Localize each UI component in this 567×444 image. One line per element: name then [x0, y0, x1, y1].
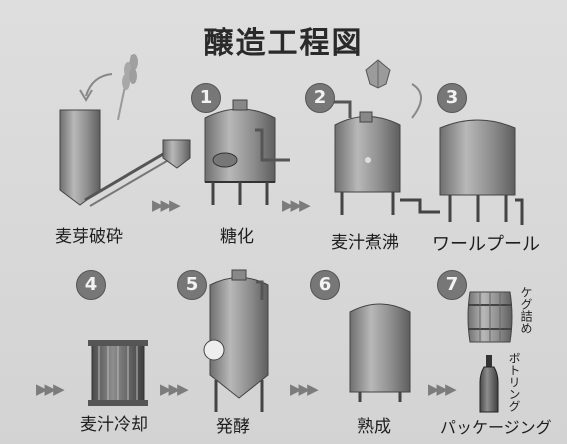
- brew-kettle: [330, 100, 440, 215]
- flow-arrow-icon: ▶▶▶: [428, 380, 457, 398]
- flow-arrow-icon: ▶▶▶: [282, 196, 311, 214]
- flow-arrow-icon: ▶▶▶: [160, 380, 189, 398]
- step-number-badge: 3: [437, 83, 467, 113]
- step-number-badge: 4: [76, 270, 106, 300]
- flow-arrow-icon: ▶▶▶: [152, 196, 181, 214]
- hop-icon: [365, 59, 391, 89]
- step-number-badge: 2: [305, 83, 335, 113]
- whirlpool-tank: [439, 119, 524, 225]
- step-label-packaging: パッケージング: [440, 418, 552, 437]
- step-number-badge: 6: [310, 270, 340, 300]
- mash-tun: [204, 99, 290, 205]
- step-number-badge: 7: [437, 270, 467, 300]
- step-number-badge: 1: [191, 83, 221, 113]
- bottling-label: ボトリング: [507, 352, 521, 412]
- keg-filling-label: ケグ詰め: [519, 286, 533, 334]
- keg-icon: [467, 291, 513, 343]
- curved-arrow-icon: [85, 73, 113, 97]
- flow-arrow-icon: ▶▶▶: [36, 380, 65, 398]
- step-label-malt-milling: 麦芽破砕: [55, 227, 123, 247]
- wheat-icon: [117, 54, 138, 121]
- step-number-badge: 5: [177, 270, 207, 300]
- fermenter: [203, 269, 269, 412]
- step-label-fermentation: 発酵: [216, 417, 250, 437]
- step-label-whirlpool: ワールプール: [432, 234, 540, 255]
- wort-cooler: [88, 340, 148, 406]
- diagram-title: 醸造工程図: [203, 26, 364, 61]
- flow-arrow-icon: ▶▶▶: [290, 380, 319, 398]
- bottle-icon: [479, 355, 499, 413]
- step-label-maturation: 熟成: [357, 417, 391, 437]
- malt-mill: [59, 109, 191, 207]
- curved-arrow-icon: [411, 83, 422, 119]
- step-label-wort-cooling: 麦汁冷却: [80, 415, 148, 435]
- step-label-wort-boiling: 麦汁煮沸: [331, 233, 399, 253]
- step-label-mashing: 糖化: [220, 227, 254, 247]
- conditioning-tank: [349, 303, 411, 402]
